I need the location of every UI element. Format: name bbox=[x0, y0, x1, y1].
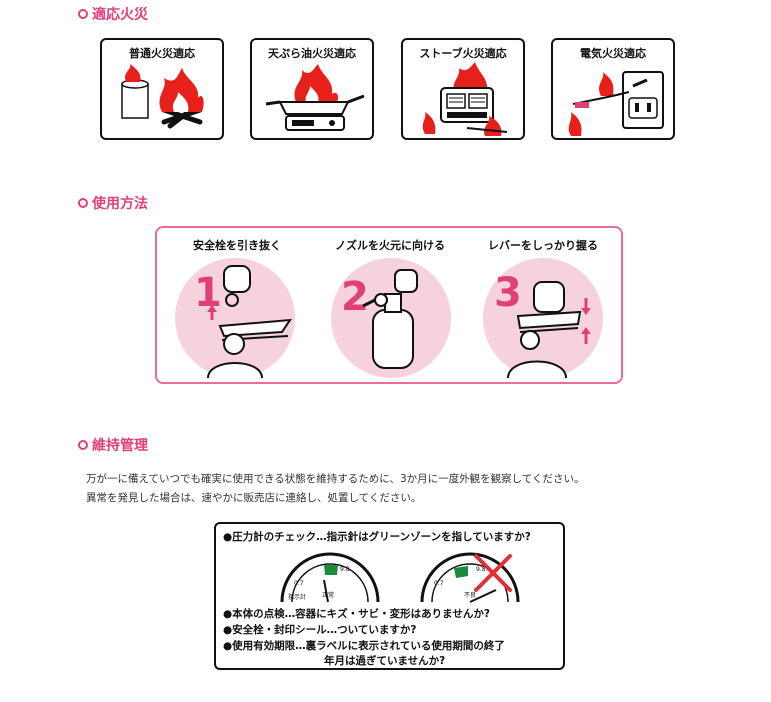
check-item-safety-pin: ●安全栓・封印シール…ついていますか? bbox=[223, 624, 417, 636]
maintenance-text-line-1: 万が一に備えていつでも確実に使用できる状態を維持するために、3か月に一度外観を観… bbox=[86, 473, 585, 485]
outlet-fire-icon bbox=[568, 71, 664, 136]
aim-nozzle-illustration: 2 bbox=[331, 258, 451, 378]
section-title-fire-types: 適応火災 bbox=[78, 4, 148, 24]
gauge-ng-scale-high: 9.8 bbox=[476, 566, 486, 573]
check-item-expiry: ●使用有効期限…裏ラベルに表示されている使用期間の終了 bbox=[223, 640, 505, 652]
bullet-circle-icon bbox=[78, 9, 88, 19]
gauge-needle-label: 指示計 bbox=[288, 594, 307, 601]
check-item-body: ●本体の点検…容器にキズ・サビ・変形はありませんか? bbox=[223, 608, 490, 620]
fire-card-electric: 電気火災適応 bbox=[551, 38, 675, 140]
step-1: 安全栓を引き抜く 1 bbox=[162, 228, 312, 382]
bullet-circle-icon bbox=[78, 440, 88, 450]
step-number-1: 1 bbox=[194, 270, 222, 316]
fire-card-oil: 天ぷら油火災適応 bbox=[250, 38, 374, 140]
inspection-checklist: ●圧力計のチェック…指示針はグリーンゾーンを指していますか? 0.7 9.8 指… bbox=[214, 522, 565, 670]
wood-fire-icon bbox=[121, 64, 204, 129]
check-item-expiry-cont: 年月は過ぎていませんか? bbox=[324, 655, 446, 667]
squeeze-lever-illustration: 3 bbox=[483, 258, 603, 379]
pan-fire-icon bbox=[265, 64, 365, 131]
defect-cross-icon bbox=[474, 554, 512, 592]
gauge-ok-scale-low: 0.7 bbox=[294, 580, 304, 587]
gauge-check-question: ●圧力計のチェック…指示針はグリーンゾーンを指していますか? bbox=[223, 531, 531, 543]
step-number-2: 2 bbox=[341, 274, 369, 320]
gauge-normal-icon bbox=[280, 552, 380, 603]
pull-pin-illustration: 1 bbox=[175, 258, 295, 379]
section-title-maintenance: 維持管理 bbox=[78, 435, 148, 455]
step-3: レバーをしっかり握る 3 bbox=[468, 228, 618, 382]
gauge-ng-scale-low: 0.7 bbox=[434, 580, 444, 587]
fire-card-ordinary: 普通火災適応 bbox=[100, 38, 224, 140]
usage-steps-panel: 安全栓を引き抜く 1 ノズルを火元に向ける 2 レバーをしっかり握る bbox=[155, 226, 623, 384]
gauge-ng-status: 不良 bbox=[464, 592, 477, 599]
gauge-ok-scale-high: 9.8 bbox=[340, 566, 350, 573]
section-title-usage: 使用方法 bbox=[78, 193, 148, 213]
pressure-gauges bbox=[280, 552, 520, 603]
stove-fire-icon bbox=[422, 62, 508, 136]
step-2: ノズルを火元に向ける 2 bbox=[315, 228, 465, 382]
maintenance-text-line-2: 異常を発見した場合は、速やかに販売店に連絡し、処置してください。 bbox=[86, 492, 422, 504]
fire-card-stove: ストーブ火災適応 bbox=[401, 38, 525, 140]
bullet-circle-icon bbox=[78, 198, 88, 208]
gauge-ok-status: 正常 bbox=[322, 592, 335, 599]
step-number-3: 3 bbox=[494, 270, 522, 316]
